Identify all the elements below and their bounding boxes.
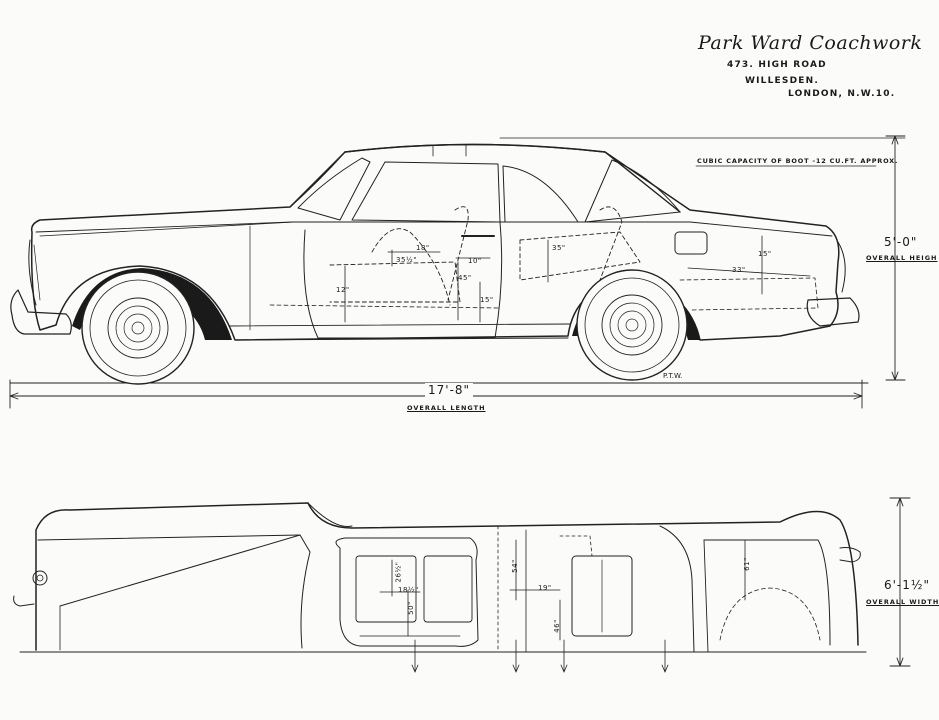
side-dim-18: 18": [416, 244, 430, 252]
plan-dim-26-half: 26½": [394, 561, 403, 583]
draughtsman-initials: P.T.W.: [663, 372, 683, 380]
side-dim-33: 33": [732, 266, 746, 274]
address-line-1: 473. HIGH ROAD: [727, 60, 827, 70]
overall-length-value: 17'-8": [425, 383, 474, 397]
side-dim-10: 10": [468, 257, 482, 265]
boot-capacity-note: CUBIC CAPACITY OF BOOT -12 CU.FT. APPROX…: [697, 157, 899, 165]
plan-view: [13, 497, 911, 673]
side-dim-35-rear: 35": [552, 244, 566, 252]
plan-dim-46: 46": [552, 619, 561, 633]
address-line-2: WILLESDEN.: [745, 76, 819, 86]
side-dim-15-front: 15": [480, 296, 494, 304]
plan-dim-18-half: 18½": [398, 586, 419, 594]
overall-width-value: 6'-1½": [884, 578, 931, 592]
side-dim-45: 45": [458, 274, 472, 282]
side-wheels: [81, 269, 688, 385]
plan-dim-54: 54": [510, 559, 519, 573]
address-line-3: LONDON, N.W.10.: [788, 89, 896, 99]
overall-height-caption: OVERALL HEIGH: [866, 254, 938, 262]
plan-dim-50: 50": [406, 601, 415, 615]
side-dim-15-boot: 15": [758, 250, 772, 258]
plan-dim-19: 19": [538, 584, 552, 592]
overall-length-caption: OVERALL LENGTH: [407, 404, 486, 412]
coachbuilder-signature: Park Ward Coachwork: [698, 32, 923, 54]
overall-height-value: 5'-0": [884, 235, 918, 249]
overall-width-caption: OVERALL WIDTH: [866, 598, 939, 606]
side-dim-35-half: 35½": [396, 256, 417, 264]
plan-dim-61: 61": [742, 557, 751, 571]
side-dim-12: 12": [336, 286, 350, 294]
